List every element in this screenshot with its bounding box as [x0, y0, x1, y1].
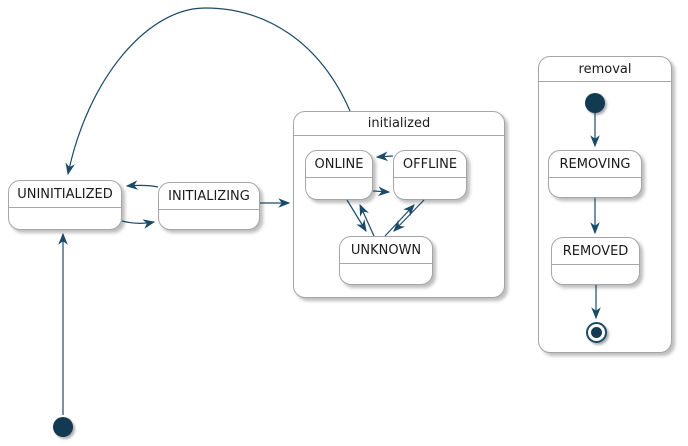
- state-unknown-label: UNKNOWN: [340, 237, 432, 264]
- state-removed-body: [552, 265, 639, 284]
- state-initializing-body: [159, 210, 259, 229]
- state-offline-body: [394, 178, 466, 199]
- state-removing-label: REMOVING: [549, 151, 641, 178]
- state-unknown: UNKNOWN: [339, 236, 433, 285]
- state-offline: OFFLINE: [393, 150, 467, 200]
- state-removing-body: [549, 178, 641, 197]
- state-uninitialized-body: [9, 208, 121, 229]
- state-online-label: ONLINE: [306, 151, 372, 178]
- removal-final-state-inner-dot: [591, 327, 602, 338]
- edge-initializing-to-uninitialized: [125, 180, 159, 190]
- state-online: ONLINE: [305, 150, 373, 200]
- removal-initial-state-dot: [585, 93, 605, 113]
- edge-uninitialized-to-initializing: [121, 219, 156, 229]
- state-uninitialized-label: UNINITIALIZED: [9, 181, 121, 208]
- composite-initialized-title: initialized: [294, 112, 504, 136]
- state-initializing: INITIALIZING: [158, 182, 260, 230]
- state-removing: REMOVING: [548, 150, 642, 198]
- removal-final-state: [586, 322, 607, 343]
- state-offline-label: OFFLINE: [394, 151, 466, 178]
- state-initializing-label: INITIALIZING: [159, 183, 259, 210]
- state-uninitialized: UNINITIALIZED: [8, 180, 122, 230]
- state-removed: REMOVED: [551, 237, 640, 285]
- composite-removal-title: removal: [539, 57, 671, 82]
- state-online-body: [306, 178, 372, 199]
- state-unknown-body: [340, 264, 432, 284]
- state-removed-label: REMOVED: [552, 238, 639, 265]
- composite-state-removal: removal: [538, 56, 672, 353]
- initial-state-dot: [53, 417, 73, 437]
